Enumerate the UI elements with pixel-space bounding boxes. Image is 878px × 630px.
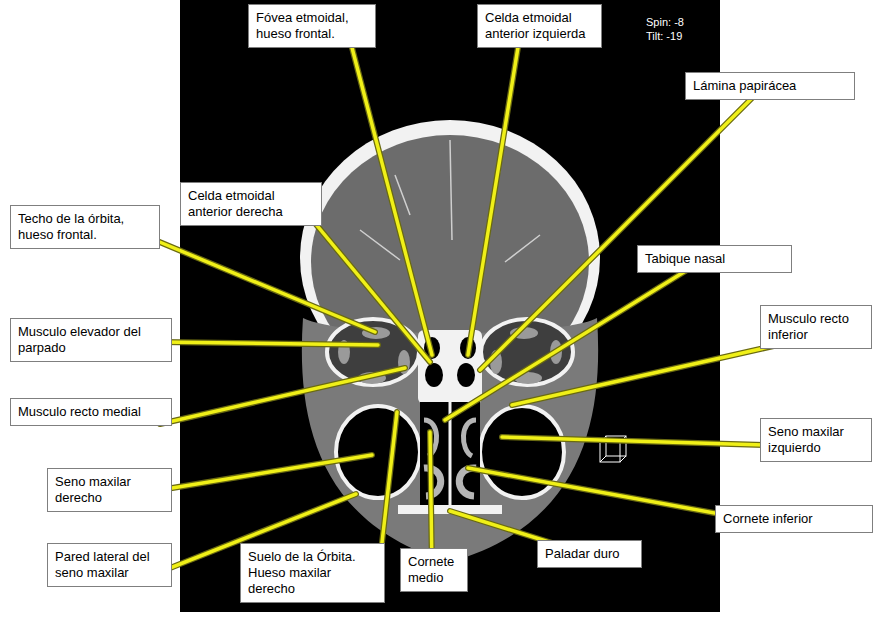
label-box: Lámina papirácea <box>685 72 855 100</box>
label-text: Lámina papirácea <box>693 78 847 94</box>
label-text: Seno maxilar derecho <box>55 474 164 506</box>
label-text: Musculo recto inferior <box>768 311 864 343</box>
label-box: Tabique nasal <box>637 245 792 273</box>
label-box: Suelo de la Órbita. Hueso maxilar derech… <box>240 543 385 603</box>
ethmoid-cell <box>425 363 443 387</box>
label-box: Fóvea etmoidal, hueso frontal. <box>248 4 376 48</box>
scan-parameter: Tilt: -19 <box>646 30 682 43</box>
label-box: Celda etmoidal anterior izquierda <box>477 4 602 48</box>
label-box: Musculo elevador del parpado <box>10 318 172 362</box>
label-text: Cornete inferior <box>723 511 865 527</box>
label-text: Musculo recto medial <box>18 404 164 420</box>
label-text: Techo de la órbita, hueso frontal. <box>18 211 152 243</box>
label-box: Musculo recto medial <box>10 398 172 426</box>
label-text: Celda etmoidal anterior izquierda <box>485 10 594 42</box>
inferior-turbinate <box>459 468 476 496</box>
label-text: Tabique nasal <box>645 251 784 267</box>
scan-parameter: Spin: -8 <box>646 16 684 29</box>
label-box: Cornete medio <box>400 548 468 592</box>
label-box: Paladar duro <box>537 540 642 568</box>
label-box: Musculo recto inferior <box>760 305 872 349</box>
label-box: Seno maxilar izquierdo <box>760 418 872 462</box>
right-maxillary-sinus <box>336 406 420 498</box>
middle-turbinate <box>463 420 476 456</box>
label-box: Techo de la órbita, hueso frontal. <box>10 205 160 249</box>
label-text: Fóvea etmoidal, hueso frontal. <box>256 10 368 42</box>
label-box: Cornete inferior <box>715 505 873 533</box>
label-text: Cornete medio <box>408 554 460 586</box>
label-box: Seno maxilar derecho <box>47 468 172 512</box>
label-text: Suelo de la Órbita. Hueso maxilar derech… <box>248 549 377 597</box>
label-box: Celda etmoidal anterior derecha <box>180 182 322 226</box>
leader-line-shadow <box>150 35 800 572</box>
label-box: Pared lateral del seno maxilar <box>47 543 172 587</box>
ct-background <box>180 0 720 612</box>
brain-vessels <box>360 140 540 262</box>
label-text: Musculo elevador del parpado <box>18 324 164 356</box>
label-text: Celda etmoidal anterior derecha <box>188 188 314 220</box>
label-text: Seno maxilar izquierdo <box>768 424 864 456</box>
label-text: Paladar duro <box>545 546 634 562</box>
ethmoid-cell <box>457 363 475 387</box>
leader-line <box>150 35 800 572</box>
label-text: Pared lateral del seno maxilar <box>55 549 164 581</box>
